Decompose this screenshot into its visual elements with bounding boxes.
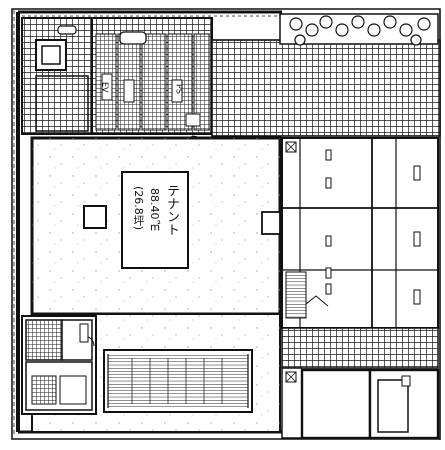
tree-symbol-icon — [289, 15, 431, 46]
bottom-right-rooms — [281, 367, 440, 440]
room-label-b: PS — [174, 84, 184, 94]
column-right — [261, 211, 281, 235]
toilet-icon — [119, 31, 147, 45]
tenant-name: テナント — [164, 184, 179, 236]
staircase-icon — [103, 349, 253, 413]
service-rooms-top-left — [21, 17, 213, 151]
column-left — [83, 205, 107, 229]
tenant-label-box — [121, 171, 189, 269]
tenant-area-tsubo: (26.8坪) — [132, 186, 145, 231]
lower-left-rooms — [21, 315, 97, 415]
tenant-room — [30, 136, 282, 316]
sink-icon — [57, 25, 77, 35]
elevator-box — [35, 39, 67, 71]
room-label-a: EV — [100, 82, 110, 93]
door-icon — [79, 323, 89, 343]
tenant-area-m2: 88.40㎡ — [148, 188, 161, 231]
right-units — [281, 137, 439, 329]
hatched-band — [281, 327, 439, 369]
